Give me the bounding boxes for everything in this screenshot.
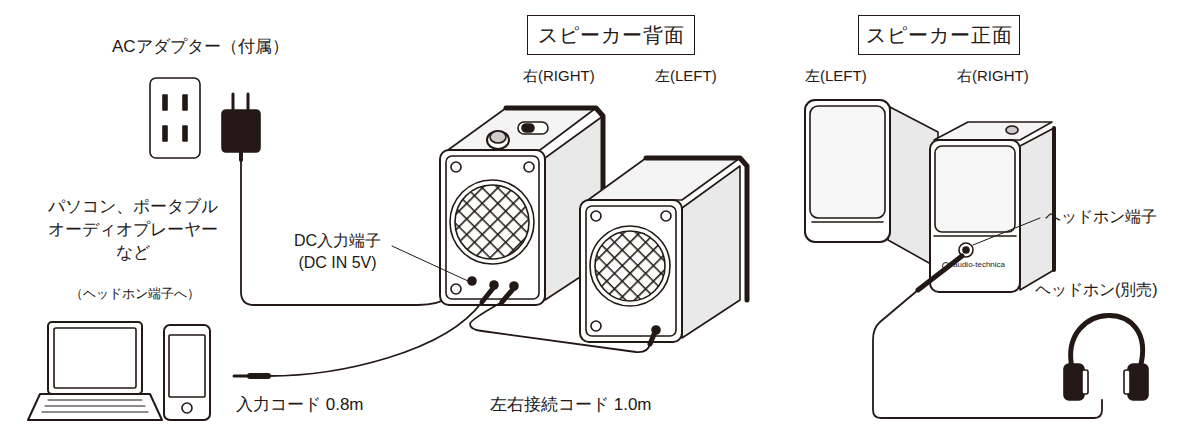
power-switch [518, 122, 548, 134]
bass-port-grill [595, 231, 665, 301]
annotation-label: 左右接続コード 1.0m [490, 394, 652, 417]
headband [1071, 315, 1143, 368]
wall-outlet [150, 78, 200, 158]
input-cord [268, 302, 482, 376]
speaker-grille [935, 146, 1015, 232]
laptop-keyboard [42, 400, 148, 412]
port-ring [590, 226, 670, 306]
annotation-label: 右(RIGHT) [523, 66, 595, 86]
annotation-label: ヘッドホン端子 [1045, 206, 1157, 228]
outlet-slot [183, 126, 187, 141]
outlet-slot [183, 95, 187, 110]
ear-cup [1064, 364, 1084, 400]
speaker-panel-inset [586, 206, 676, 336]
annotation-label: 左(LEFT) [805, 66, 867, 86]
heading-text: スピーカー背面 [538, 22, 685, 49]
annotation-label: ヘッドホン(別売) [1035, 279, 1158, 301]
portable-player [164, 325, 210, 420]
volume-knob [487, 131, 509, 149]
headphone-jack [963, 247, 969, 253]
plug-tip [234, 375, 250, 378]
ear-cup [1128, 364, 1148, 400]
speaker-back-panel [440, 150, 545, 305]
speaker-grille [810, 106, 885, 218]
leader-line [392, 246, 468, 281]
speaker-front [805, 100, 890, 242]
laptop-base [28, 394, 162, 420]
headphone-cable [873, 290, 1102, 418]
heading-box: スピーカー背面 [527, 15, 695, 55]
ear-pad [1082, 370, 1088, 394]
switch-lever [522, 124, 534, 132]
link-plug [502, 288, 514, 302]
annotation-label: パソコン、ポータブルオーディオプレーヤーなど [45, 196, 221, 265]
speaker-side [682, 166, 740, 338]
ac-adapter [222, 110, 260, 152]
leader-line [973, 218, 1040, 245]
annotation-label: ACアダプター（付属） [112, 36, 289, 59]
laptop-screen [48, 322, 142, 394]
link-cord [470, 302, 650, 352]
volume-knob [1006, 126, 1018, 134]
input-plug [250, 373, 268, 379]
screw-hole [591, 211, 601, 221]
brand-logo: audio-technica [953, 261, 1005, 269]
speaker-back-panel [580, 200, 682, 342]
annotation-label: 右(RIGHT) [957, 66, 1029, 86]
speaker-back-edge [1052, 128, 1056, 270]
bass-port-grill [455, 185, 529, 259]
annotation-label: DC入力端子 (DC IN 5V) [290, 230, 385, 273]
dc-cord [241, 160, 452, 305]
player-screen [169, 335, 205, 397]
outlet-slot [163, 95, 167, 110]
panel-line [812, 221, 883, 223]
dc-jack [468, 277, 476, 285]
screw-hole [451, 162, 461, 172]
port-ring [450, 180, 534, 264]
player-button [182, 403, 192, 413]
adapter-bushing [239, 152, 243, 160]
panel-line [934, 235, 1016, 237]
screw-hole [591, 321, 601, 331]
screw-hole [451, 284, 461, 294]
input-plug [482, 287, 494, 302]
heading-text: スピーカー正面 [866, 22, 1013, 49]
volume-knob-top [490, 131, 506, 143]
speaker-top [934, 122, 1052, 140]
heading-box: スピーカー正面 [858, 15, 1020, 55]
annotation-label: 入力コード 0.8m [236, 394, 364, 417]
ear-pad [1124, 370, 1130, 394]
screw-hole [524, 162, 534, 172]
annotation-label: 左(LEFT) [655, 66, 717, 86]
laptop-display [54, 328, 136, 388]
outlet-slot [163, 126, 167, 141]
annotation-label: （ヘッドホン端子へ） [50, 285, 220, 303]
link-plug [650, 332, 655, 344]
screw-hole [661, 211, 671, 221]
